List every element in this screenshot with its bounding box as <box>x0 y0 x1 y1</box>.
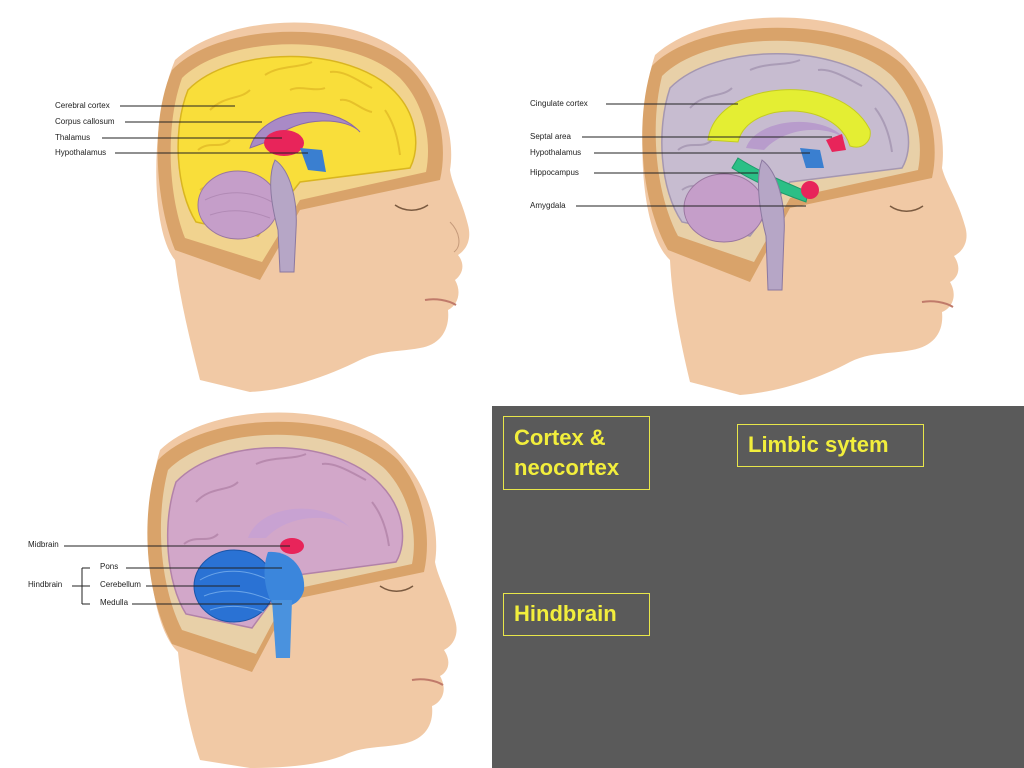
head-cortex-illustration <box>102 22 470 392</box>
corpus-callosum-region <box>249 111 361 149</box>
septal-area-region <box>826 134 846 152</box>
label-medulla: Medulla <box>100 598 129 607</box>
cingulate-cortex-region <box>707 89 871 148</box>
label-hypothalamus: Hypothalamus <box>530 148 582 157</box>
diagram-cortex: Cerebral cortex Corpus callosum Thalamus… <box>0 0 500 400</box>
hindbrain-box: Hindbrain <box>503 593 650 636</box>
label-pons: Pons <box>100 562 119 571</box>
cerebellum-region <box>197 170 279 240</box>
head-limbic-illustration <box>576 17 967 395</box>
head-hindbrain-illustration <box>64 412 457 768</box>
limbic-box: Limbic sytem <box>737 424 924 467</box>
midbrain-region <box>280 538 304 554</box>
hypothalamus-region <box>300 148 326 172</box>
label-hindbrain: Hindbrain <box>28 580 63 589</box>
summary-panel: Cortex & neocortex Limbic sytem Hindbrai… <box>492 406 1024 768</box>
brainstem <box>758 159 785 291</box>
brainstem <box>270 159 297 273</box>
cerebellum-region <box>683 173 765 243</box>
diagram-hindbrain: Midbrain Hindbrain Pons Cerebellum Medul… <box>0 400 492 768</box>
label-cerebral-cortex: Cerebral cortex <box>55 101 110 110</box>
label-hypothalamus: Hypothalamus <box>55 148 107 157</box>
label-cerebellum: Cerebellum <box>100 580 141 589</box>
pons-region <box>264 551 305 607</box>
thalamus-region <box>264 130 304 156</box>
label-hippocampus: Hippocampus <box>530 168 579 177</box>
label-cingulate-cortex: Cingulate cortex <box>530 99 588 108</box>
cortex-box-line2: neocortex <box>514 455 620 480</box>
hindbrain-box-text: Hindbrain <box>514 601 617 626</box>
cortex-box: Cortex & neocortex <box>503 416 650 490</box>
label-midbrain: Midbrain <box>28 540 59 549</box>
limbic-box-text: Limbic sytem <box>748 432 889 457</box>
label-corpus-callosum: Corpus callosum <box>55 117 115 126</box>
label-amygdala: Amygdala <box>530 201 566 210</box>
amygdala-region <box>801 181 819 199</box>
label-septal-area: Septal area <box>530 132 571 141</box>
cortex-box-line1: Cortex & <box>514 425 606 450</box>
diagram-limbic: Cingulate cortex Septal area Hypothalamu… <box>510 0 1024 400</box>
label-thalamus: Thalamus <box>55 133 91 142</box>
medulla-region <box>272 600 292 658</box>
